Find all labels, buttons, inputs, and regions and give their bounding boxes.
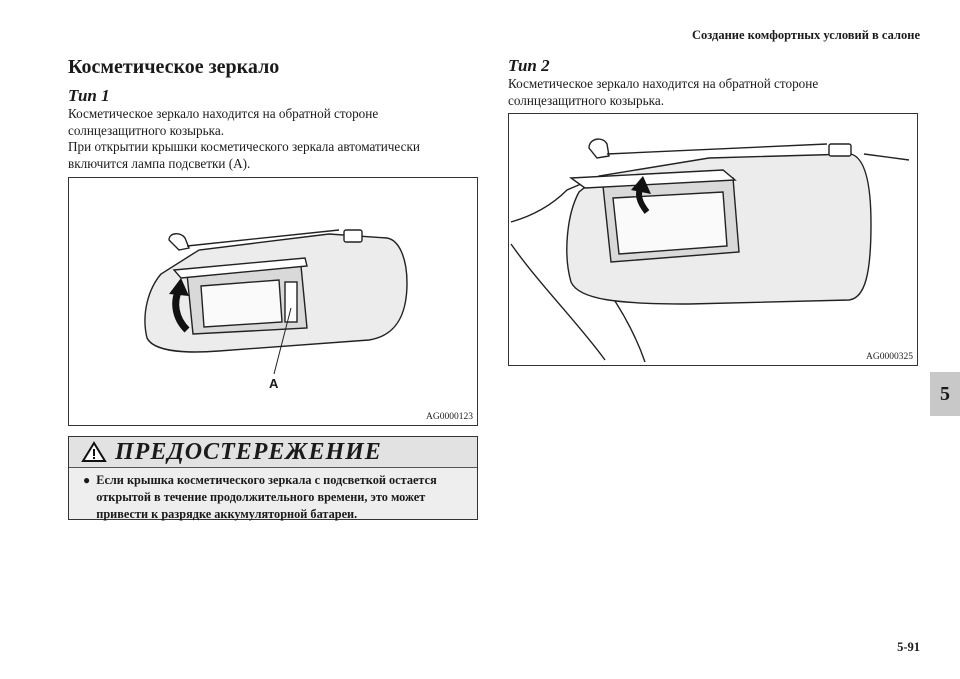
bullet-icon: ● bbox=[83, 473, 91, 487]
type1-line: включится лампа подсветки (A). bbox=[68, 155, 251, 171]
section-title: Косметическое зеркало bbox=[68, 56, 280, 78]
warning-body: ● Если крышка косметического зеркала с п… bbox=[69, 468, 477, 523]
type1-line: При открытии крышки косметического зерка… bbox=[68, 139, 420, 154]
type2-figure: AG0000325 bbox=[508, 113, 918, 366]
lamp-callout-label: A bbox=[269, 376, 279, 391]
type2-line: солнцезащитного козырька. bbox=[508, 92, 665, 108]
type1-description: Косметическое зеркало находится на обрат… bbox=[68, 106, 478, 172]
type1-line: солнцезащитного козырька. bbox=[68, 122, 225, 138]
warning-line: Если крышка косметического зеркала с под… bbox=[96, 473, 437, 487]
type1-heading: Тип 1 bbox=[68, 86, 110, 105]
figure-code: AG0000325 bbox=[866, 352, 913, 362]
warning-title: ПРЕДОСТЕРЕЖЕНИЕ bbox=[115, 438, 382, 465]
chapter-tab: 5 bbox=[930, 372, 960, 416]
type2-heading: Тип 2 bbox=[508, 56, 550, 75]
running-header: Создание комфортных условий в салоне bbox=[691, 28, 920, 42]
page-number: 5-91 bbox=[897, 640, 920, 654]
type1-line: Косметическое зеркало находится на обрат… bbox=[68, 106, 379, 121]
warning-line: привести к разрядке аккумуляторной батар… bbox=[96, 507, 358, 521]
type1-figure: A AG0000123 bbox=[68, 177, 478, 426]
sun-visor-illustration-1 bbox=[144, 229, 408, 375]
type2-description: Косметическое зеркало находится на обрат… bbox=[508, 76, 918, 109]
figure-code: AG0000123 bbox=[426, 412, 473, 422]
type2-line: Косметическое зеркало находится на обрат… bbox=[508, 76, 819, 91]
warning-header: ПРЕДОСТЕРЕЖЕНИЕ bbox=[69, 437, 477, 468]
warning-triangle-icon bbox=[81, 441, 107, 462]
warning-line: открытой в течение продолжительного врем… bbox=[96, 490, 426, 504]
warning-text: Если крышка косметического зеркала с под… bbox=[96, 472, 437, 523]
sun-visor-illustration-2 bbox=[510, 138, 910, 363]
warning-box: ПРЕДОСТЕРЕЖЕНИЕ ● Если крышка косметичес… bbox=[68, 436, 478, 523]
